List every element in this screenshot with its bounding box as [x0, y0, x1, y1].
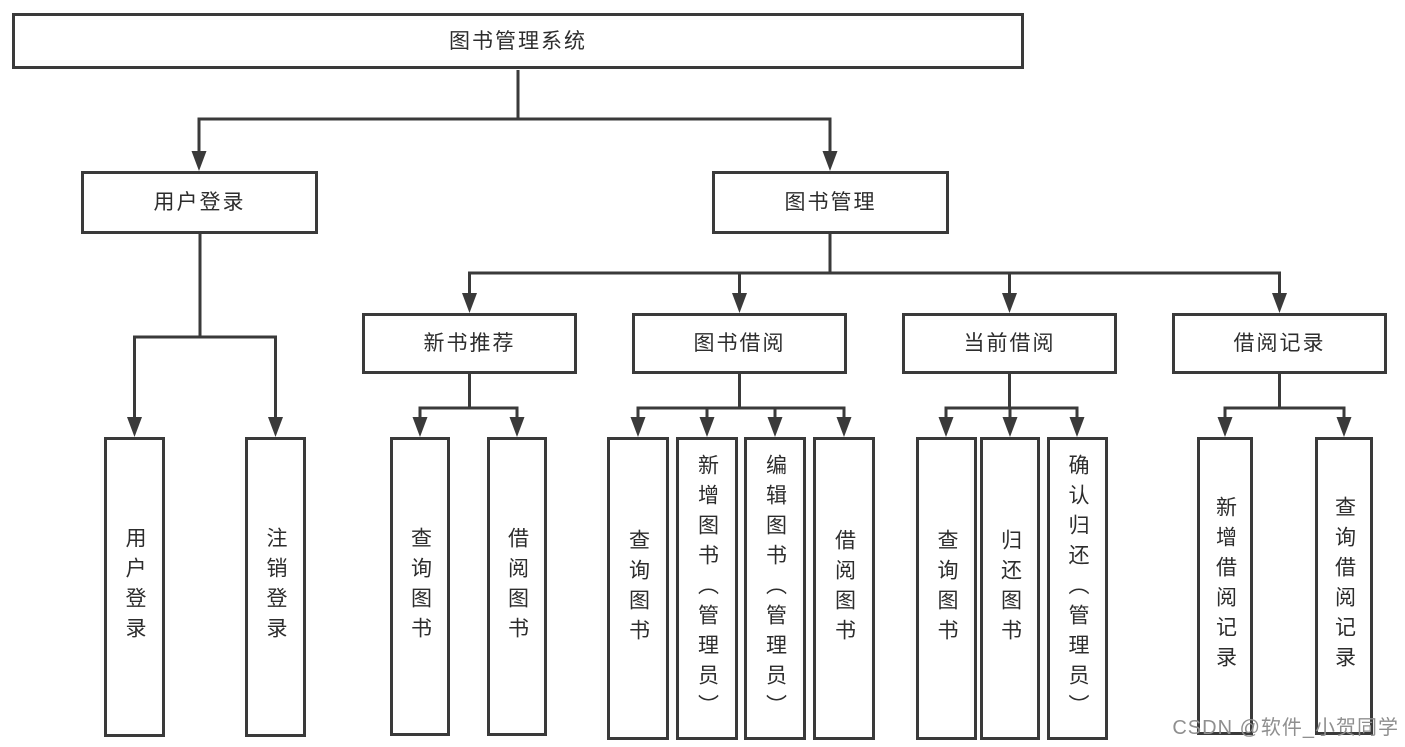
node-new-book-recommend: 新书推荐 [362, 313, 577, 374]
leaf-user-login: 用户登录 [104, 437, 165, 737]
leaf-records-add-record: 新增借阅记录 [1197, 437, 1253, 735]
node-library-management-system: 图书管理系统 [12, 13, 1024, 69]
node-user-login: 用户登录 [81, 171, 318, 234]
node-borrowing-records: 借阅记录 [1172, 313, 1387, 374]
leaf-newbook-query-books: 查询图书 [390, 437, 450, 736]
node-current-borrowing: 当前借阅 [902, 313, 1117, 374]
watermark: CSDN @软件_小贺同学 [1172, 717, 1399, 739]
leaf-current-return-books: 归还图书 [980, 437, 1040, 740]
leaf-borrowing-add-books-admin: 新增图书（管理员） [676, 437, 738, 740]
node-book-borrowing: 图书借阅 [632, 313, 847, 374]
leaf-logout: 注销登录 [245, 437, 306, 737]
leaf-newbook-borrow-books: 借阅图书 [487, 437, 547, 736]
leaf-borrowing-edit-books-admin: 编辑图书（管理员） [744, 437, 806, 740]
leaf-borrowing-query-books: 查询图书 [607, 437, 669, 740]
leaf-current-confirm-return-admin: 确认归还（管理员） [1047, 437, 1108, 740]
node-book-management: 图书管理 [712, 171, 949, 234]
leaf-borrowing-borrow-books: 借阅图书 [813, 437, 875, 740]
leaf-records-query-record: 查询借阅记录 [1315, 437, 1373, 735]
leaf-current-query-books: 查询图书 [916, 437, 977, 740]
